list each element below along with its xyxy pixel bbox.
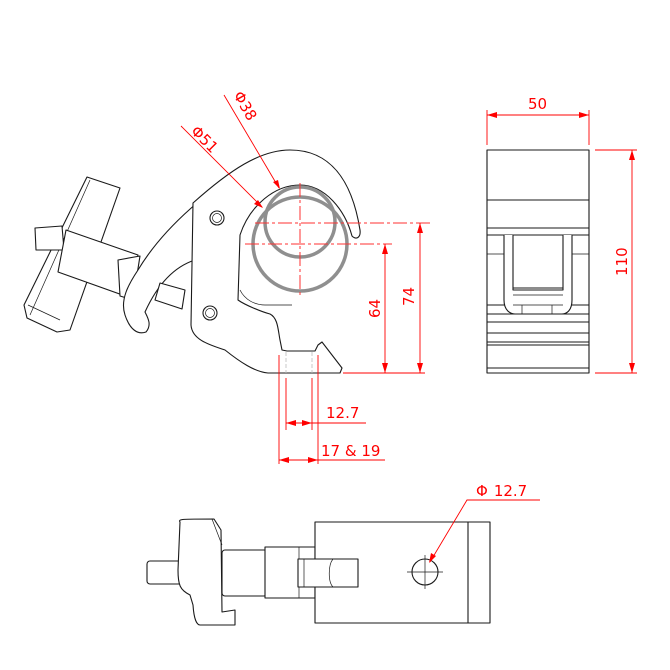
dim-dia-51: Φ51 bbox=[187, 122, 222, 157]
dim-flange-17-19: 17 & 19 bbox=[321, 442, 380, 460]
dim-slot-12-7: 12.7 bbox=[326, 404, 359, 422]
dim-height-64: 64 bbox=[366, 299, 384, 318]
knob-handle bbox=[23, 176, 141, 333]
screw-stub bbox=[154, 282, 186, 310]
dim-height-110: 110 bbox=[613, 247, 631, 276]
clamp-body bbox=[190, 149, 361, 374]
pivot-bolt-top bbox=[209, 210, 225, 226]
dim-height-74: 74 bbox=[400, 287, 418, 306]
lever-arm bbox=[122, 169, 246, 334]
dim-dia-38: Φ38 bbox=[230, 88, 261, 124]
side-view: 50 110 bbox=[486, 95, 637, 374]
pivot-bolt-bottom bbox=[202, 305, 218, 321]
front-view: Φ51 Φ38 64 74 12.7 17 & 19 bbox=[23, 88, 430, 464]
dim-width-50: 50 bbox=[528, 95, 547, 113]
